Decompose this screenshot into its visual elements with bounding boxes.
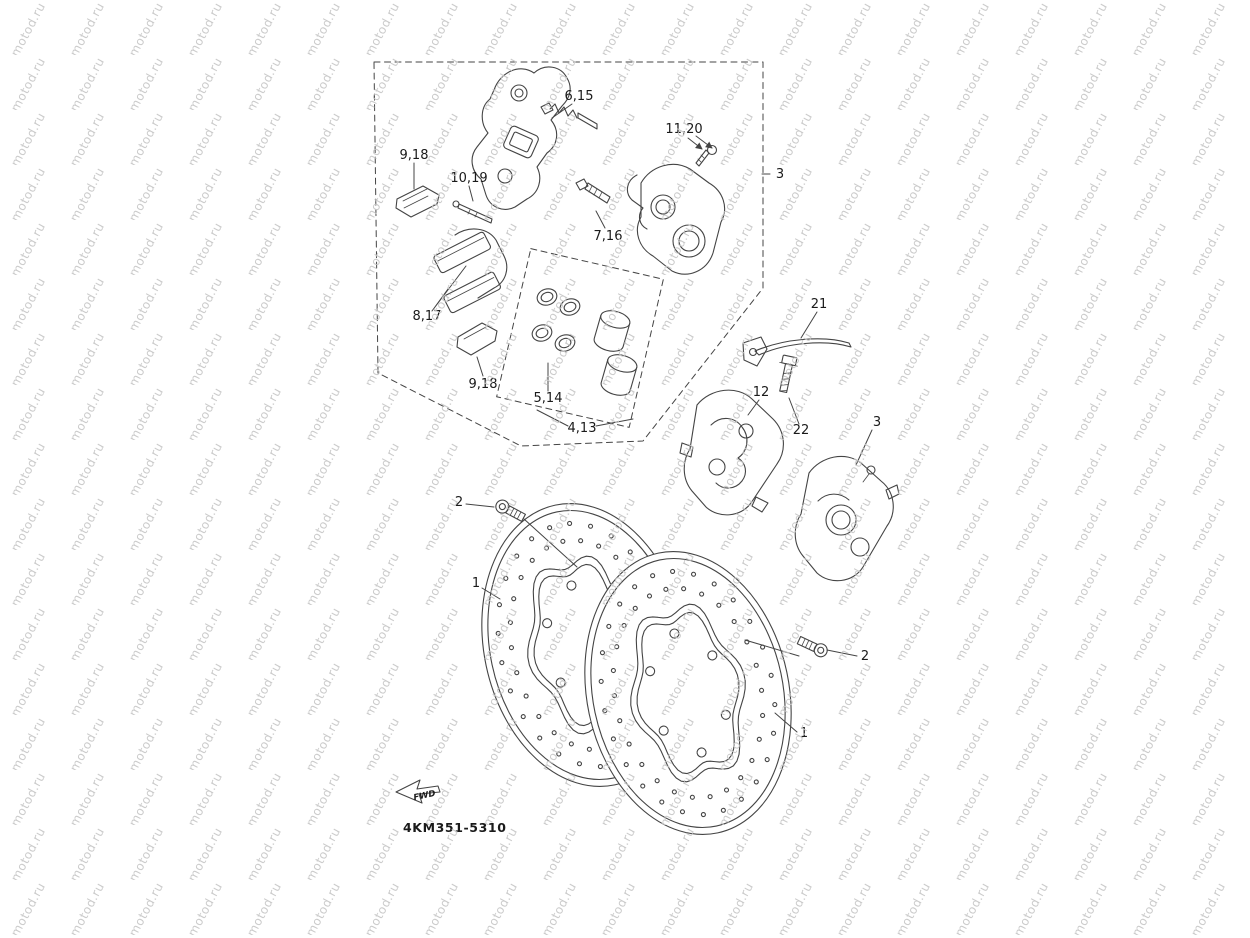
caliper-inner-hole-1 [708, 458, 726, 476]
caliper-claw [626, 174, 648, 230]
pad-shim-lower [456, 322, 498, 356]
bracket-boss-hole [510, 84, 528, 102]
caliper-half-outer [626, 164, 726, 275]
label-7-16: 7,16 [594, 229, 623, 244]
caliper-assembled-bore-inner [831, 510, 851, 530]
brake-pad-2 [443, 271, 502, 314]
brake-pad-1-lining [437, 237, 485, 262]
clip-folds [402, 188, 429, 209]
label-1-left: 1 [472, 576, 480, 591]
label-4-13: 4,13 [568, 421, 597, 436]
bleed-screw [695, 144, 718, 167]
label-1-right: 1 [800, 726, 808, 741]
diagram-code: 4KM351-5310 [403, 820, 507, 835]
slide-pin-boot [575, 178, 611, 204]
pad-retainer-bar [742, 336, 852, 367]
label-2-left: 2 [455, 495, 463, 510]
piston-1-body [593, 314, 631, 352]
bolt-left-head [495, 499, 510, 514]
pad-pin-shaft [457, 203, 493, 224]
caliper-inner-pocket [710, 417, 748, 489]
boot-head [575, 178, 589, 191]
caliper-assembled-outline [794, 455, 894, 582]
seal-ring [559, 298, 581, 316]
bracket-lower-hole [497, 168, 513, 184]
caliper-inner [679, 389, 784, 516]
seal-ring [536, 288, 558, 306]
label-6-15: 6,15 [565, 89, 594, 104]
label-12: 12 [753, 385, 770, 400]
bolt-right-threads [801, 638, 813, 650]
caliper-assembled [794, 455, 900, 582]
shim-outline [456, 322, 498, 356]
seal-ring-inner [535, 327, 549, 339]
bolt-left-threads [509, 507, 522, 520]
caliper-bracket-outline [471, 66, 571, 210]
leader-arrow-1 [687, 137, 703, 150]
fwd-arrow: FWD [395, 779, 441, 804]
label-21: 21 [811, 297, 828, 312]
retainer-bar [754, 338, 852, 356]
bracket-slide-boss [503, 125, 539, 159]
disc-bolt-right [796, 635, 828, 658]
caliper-assembled-hole [850, 537, 870, 557]
piston-seals [531, 288, 581, 352]
brake-pad-1 [433, 231, 492, 274]
label-5-14: 5,14 [534, 391, 563, 406]
caliper-assembled-ridge [817, 493, 850, 502]
label-10-19: 10,19 [450, 171, 487, 186]
caliper-inner-outline [683, 389, 784, 516]
caliper-assembled-bleeder-stem [862, 473, 870, 483]
slide-pin-spring [540, 102, 598, 130]
label-8-17: 8,17 [413, 309, 442, 324]
boot-shaft [584, 182, 611, 204]
label-11-20: 11,20 [665, 122, 702, 137]
piston-bore-small [650, 194, 676, 220]
pad-pin [452, 200, 493, 224]
piston-bore-large [672, 224, 706, 258]
pin-shaft [577, 112, 598, 130]
label-9-18-top: 9,18 [400, 148, 429, 163]
label-3-right: 3 [873, 415, 881, 430]
seal-ring-inner [558, 337, 572, 349]
piston-bore-large-inner [678, 230, 700, 252]
shim-fold [463, 326, 487, 340]
piston-1-top [600, 310, 631, 329]
seal-ring [531, 324, 553, 342]
retainer-bolt [779, 354, 798, 394]
label-9-18-bottom: 9,18 [469, 377, 498, 392]
bracket-boss-hole-inner [514, 88, 524, 98]
label-22: 22 [793, 423, 810, 438]
caliper-assembled-ear [885, 484, 900, 500]
seal-ring-inner [540, 291, 554, 303]
piston-seal-group-box [496, 248, 664, 428]
piston-2-top [607, 354, 638, 373]
seal-ring [554, 334, 576, 352]
bracket-slide-boss-inner [509, 131, 533, 153]
label-2-right: 2 [861, 649, 869, 664]
caliper-half-outline [636, 164, 726, 275]
label-3-top: 3 [776, 167, 784, 182]
disc-bolt-left [495, 499, 526, 522]
bleed-screw-shaft [695, 149, 710, 167]
brake-pads [433, 231, 502, 314]
seal-ring-inner [563, 301, 577, 313]
retainer-bolt-shaft [779, 363, 793, 394]
caliper-pistons [593, 310, 638, 396]
caliper-bracket [471, 66, 571, 210]
exploded-view-boundary [373, 61, 764, 447]
caliper-assembled-bore [825, 504, 857, 536]
caliper-inner-ear-2 [751, 496, 769, 513]
pad-spring-clip-upper [395, 185, 440, 218]
piston-bore-small-inner [655, 199, 671, 215]
piston-2-body [600, 358, 638, 396]
